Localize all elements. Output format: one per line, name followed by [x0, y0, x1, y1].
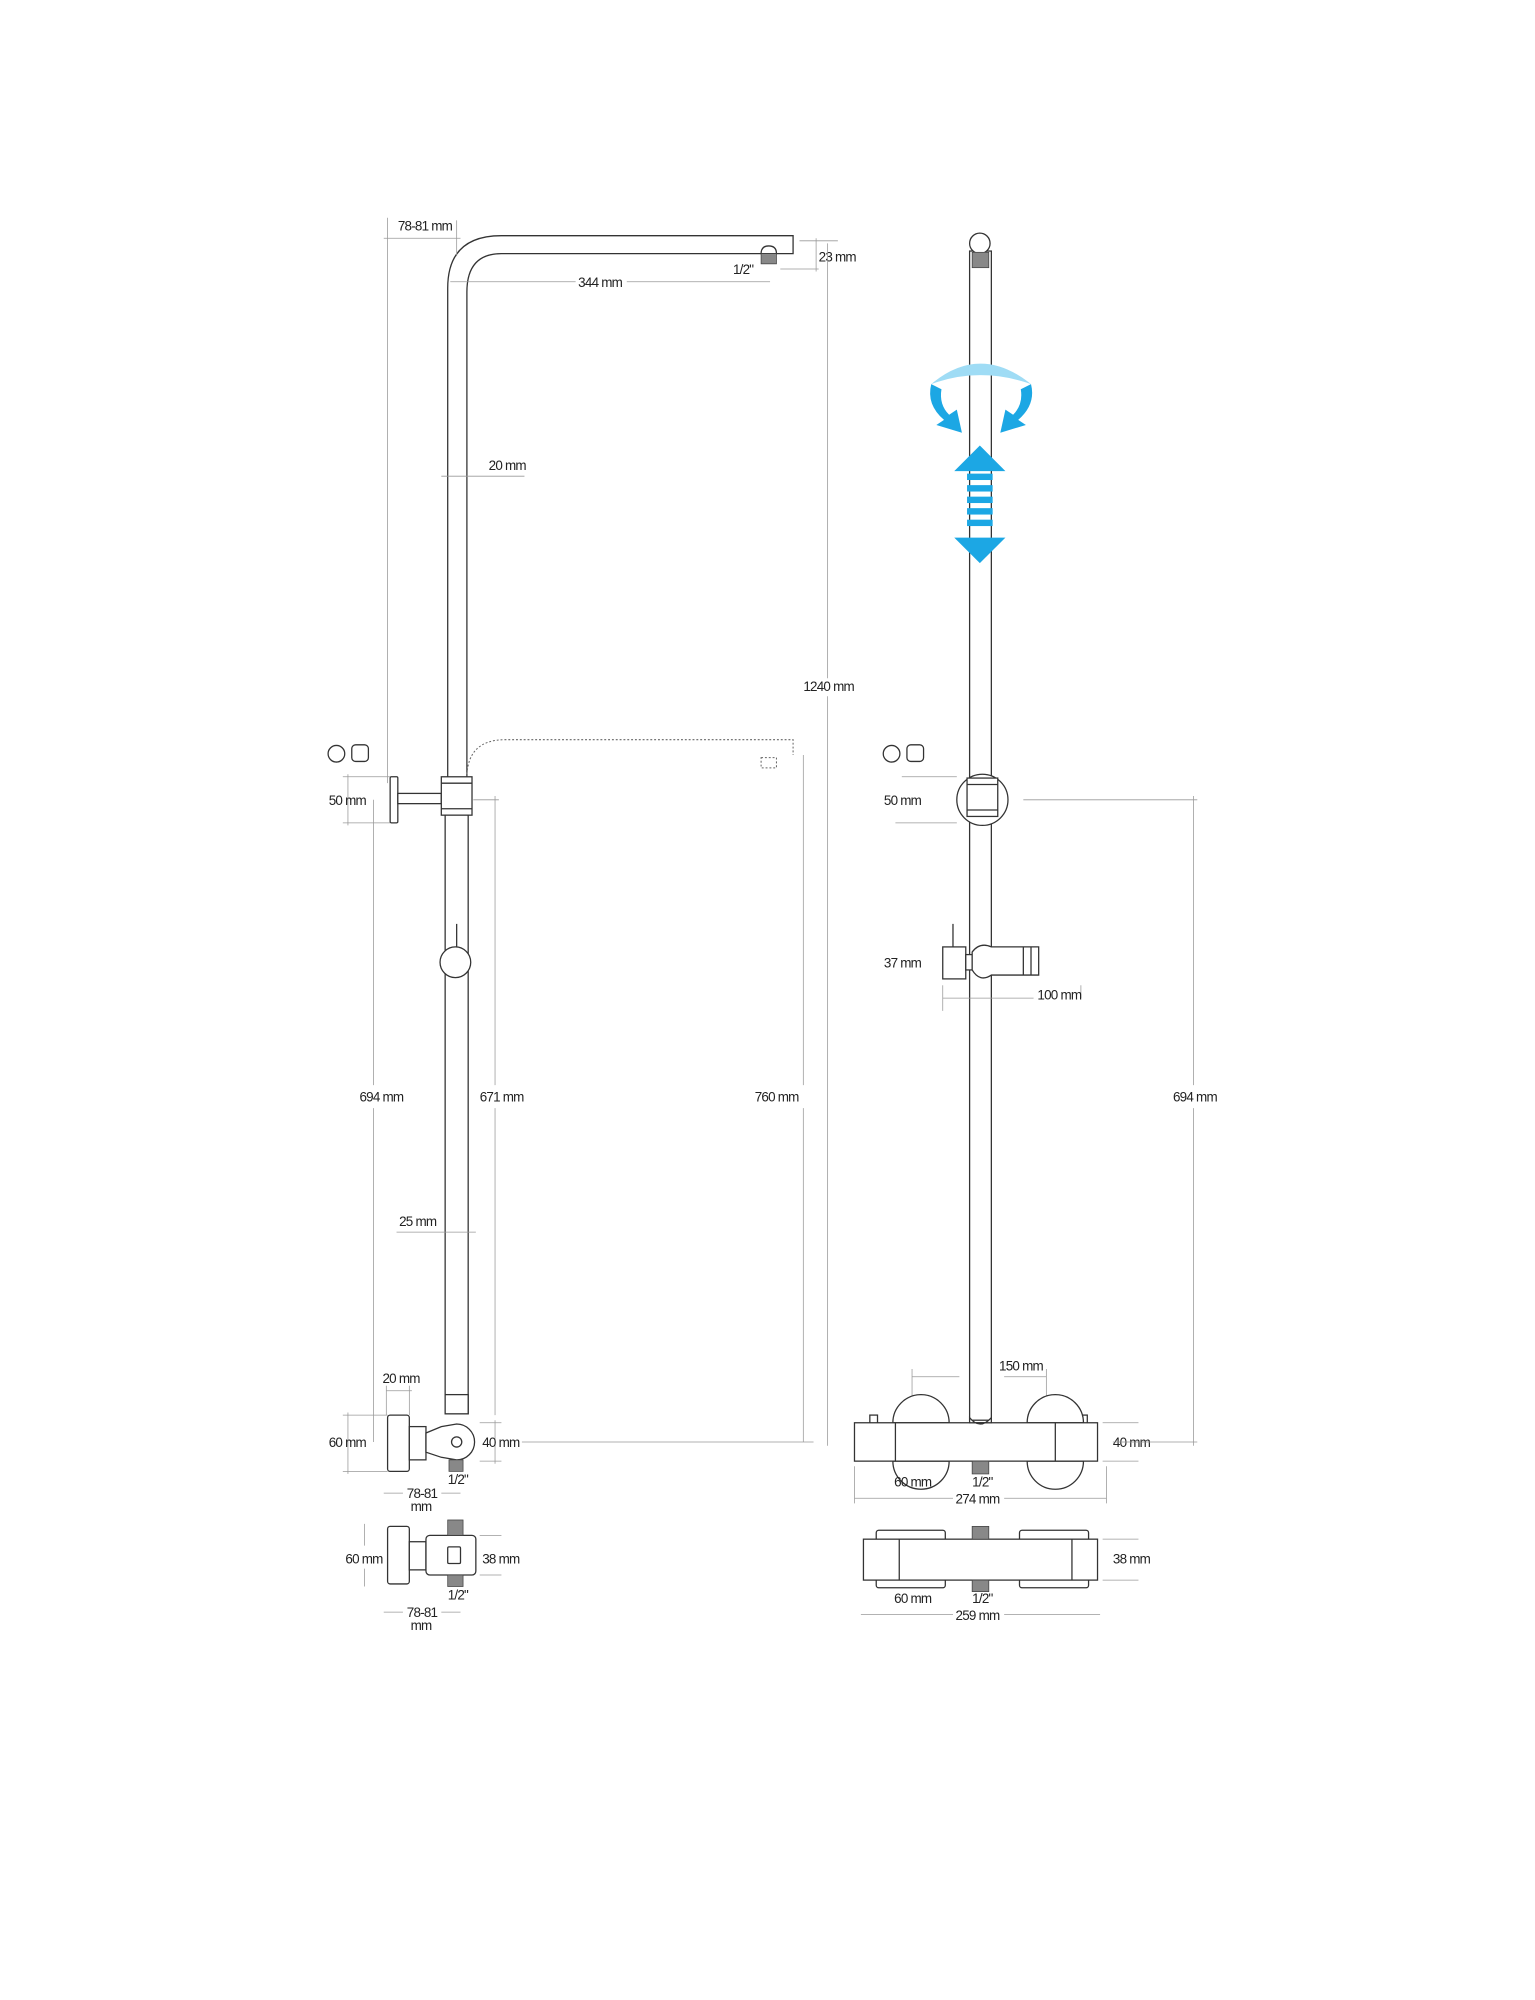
- wall-bracket-arm: [397, 792, 442, 805]
- dim-lower-arm-height: 760 mm: [755, 1090, 799, 1105]
- square-variant-icon: [351, 744, 370, 763]
- dim-top-width: 259 mm: [956, 1608, 1000, 1623]
- lowered-shower-connector: [760, 757, 777, 769]
- top-body: [425, 1534, 477, 1576]
- lower-pipe: [444, 814, 469, 1415]
- dim-upper-pipe-diameter: 20 mm: [489, 458, 527, 473]
- riser-rod: [968, 250, 992, 1421]
- top-thread-upper: [447, 1519, 464, 1536]
- top-thread-lower: [447, 1574, 464, 1587]
- dim-mixer-wall-distance-unit: mm: [411, 1499, 432, 1514]
- round-variant-icon: [327, 744, 346, 763]
- dim-slider-travel: 671 mm: [480, 1090, 524, 1105]
- lowered-arm-outline: [466, 739, 794, 779]
- dim-knob-diameter: 60 mm: [894, 1475, 932, 1490]
- dim-mixer-height: 40 mm: [1113, 1435, 1151, 1450]
- mixer-wall-plate: [386, 1414, 410, 1473]
- dim-total-height: 1240 mm: [803, 679, 854, 694]
- dim-mixer-width: 274 mm: [956, 1491, 1000, 1506]
- dim-mixer-body-height: 40 mm: [482, 1435, 520, 1450]
- height-adjust-arrow-icon: [954, 445, 1006, 564]
- dim-top-wall-distance-unit: mm: [411, 1618, 432, 1633]
- dim-arm-height: 23 mm: [819, 249, 857, 264]
- top-wall-plate: [386, 1525, 410, 1585]
- dim-mixer-wall-distance: 78-81: [407, 1486, 438, 1501]
- dim-inlet-spacing: 150 mm: [999, 1358, 1043, 1373]
- dim-mixer-plate-depth: 20 mm: [382, 1371, 420, 1386]
- dim-top-plate-height: 60 mm: [345, 1551, 383, 1566]
- mixer-body: [425, 1423, 476, 1461]
- dim-bracket-plate: 50 mm: [329, 793, 367, 808]
- dim-bracket-to-mixer: 694 mm: [1173, 1090, 1217, 1105]
- label-top-thread: 1/2": [448, 1587, 469, 1602]
- dim-wall-distance-top: 78-81 mm: [398, 219, 453, 234]
- thermostatic-mixer-top: [862, 1525, 1099, 1592]
- dim-top-body-height: 38 mm: [482, 1551, 520, 1566]
- label-mixer-thread: 1/2": [972, 1475, 993, 1490]
- rod-top-cap: [968, 232, 991, 255]
- top-nut: [408, 1541, 427, 1571]
- right-front-view: 50 mm 37 mm 100 mm 694 mm 150 mm 40 mm: [853, 232, 1218, 1623]
- dim-holder-length: 100 mm: [1037, 987, 1081, 1002]
- thermostatic-mixer-front: [853, 1393, 1099, 1490]
- mixer-nut: [408, 1425, 427, 1461]
- dim-holder-height: 37 mm: [884, 955, 922, 970]
- mixer-inlet-thread: [448, 1459, 464, 1472]
- wall-bracket-plate: [389, 776, 399, 824]
- dim-lower-pipe-diameter: 25 mm: [399, 1214, 437, 1229]
- dim-top-knob-diameter: 60 mm: [894, 1591, 932, 1606]
- round-variant-icon: [882, 744, 901, 763]
- shower-head-connector: [760, 245, 778, 265]
- dim-arm-length: 344 mm: [578, 275, 622, 290]
- dim-top-wall-distance: 78-81: [407, 1605, 438, 1620]
- slider-knob: [439, 946, 472, 979]
- left-side-view: 78-81 mm 344 mm 1/2" 23 mm 1240 mm 20 mm…: [327, 217, 857, 1633]
- dim-top-height: 38 mm: [1113, 1551, 1151, 1566]
- dim-mixer-plate-height: 60 mm: [329, 1435, 367, 1450]
- label-mixer-thread: 1/2": [448, 1472, 469, 1487]
- dim-bracket-plate: 50 mm: [884, 793, 922, 808]
- dim-bracket-to-mixer: 694 mm: [359, 1090, 403, 1105]
- square-variant-icon: [906, 744, 925, 763]
- hand-shower-holder: [942, 923, 1040, 980]
- label-top-thread: 1/2": [972, 1591, 993, 1606]
- label-arm-thread: 1/2": [733, 262, 754, 277]
- upper-pipe-with-arm: [447, 235, 794, 781]
- rotate-arrows-icon: [930, 363, 1033, 433]
